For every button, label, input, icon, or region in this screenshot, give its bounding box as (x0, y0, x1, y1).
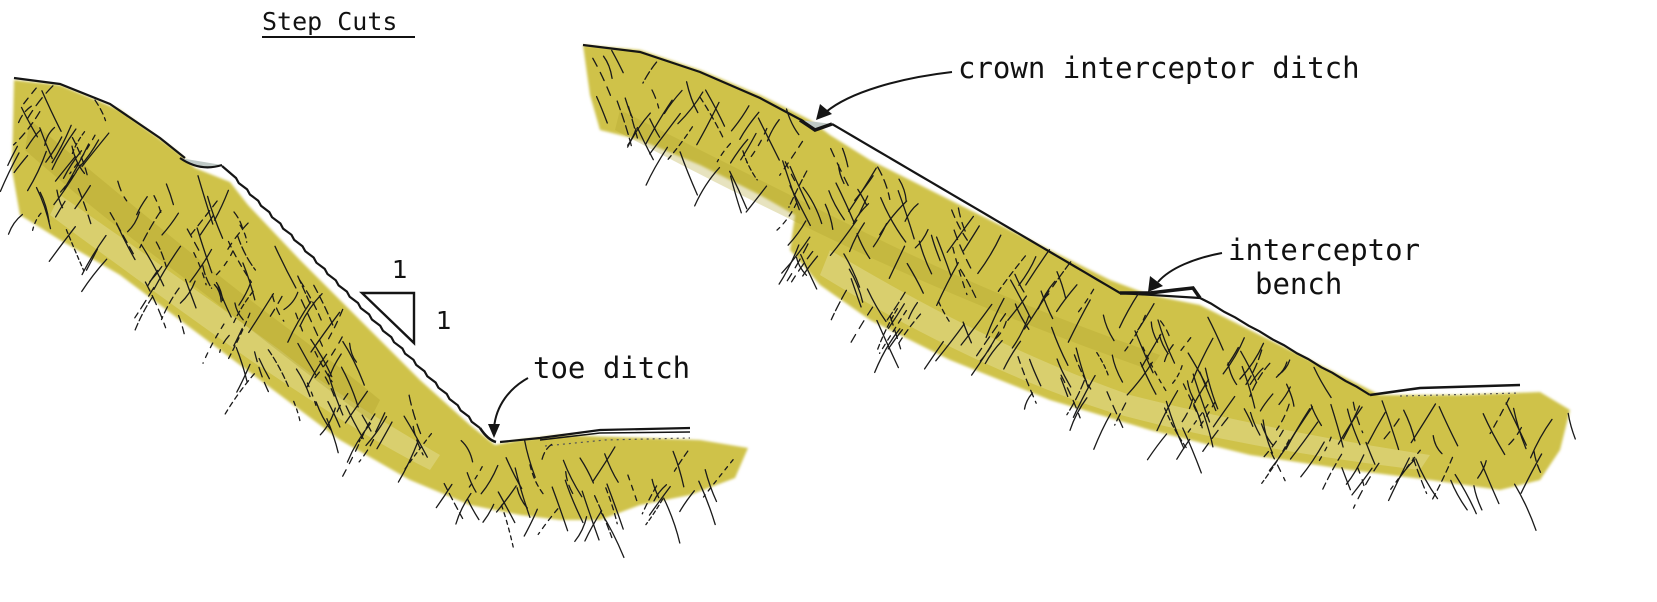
left-soil-mass (12, 80, 748, 520)
rock-joint-mark (1025, 393, 1033, 409)
interceptor-bench-label-line1: interceptor (1228, 233, 1420, 267)
crown-interceptor-ditch-label: crown interceptor ditch (958, 51, 1360, 85)
toe-ditch-label: toe ditch (533, 351, 690, 385)
left-step-cut-section: 1 1 toe ditch (0, 78, 748, 557)
crown-interceptor-ditch-arrowhead (816, 104, 832, 120)
slope-ratio-rise-label: 1 (392, 255, 408, 284)
rock-joint-mark (1177, 439, 1190, 459)
slope-ratio-run-label: 1 (436, 306, 452, 335)
rock-joint-mark (1515, 484, 1536, 530)
rock-joint-mark (9, 215, 23, 235)
rock-joint-mark (82, 259, 107, 291)
toe-ditch-arrowhead (488, 424, 500, 438)
rock-joint-mark (1474, 486, 1482, 510)
rock-joint-mark (575, 517, 587, 542)
crown-interceptor-ditch-arrow (826, 72, 952, 112)
interceptor-bench-arrow (1158, 253, 1222, 282)
rock-joint-mark (1148, 434, 1167, 460)
rock-joint-mark (664, 498, 680, 543)
rock-joint-mark (225, 374, 254, 414)
rock-joint-mark (1094, 414, 1111, 450)
rock-joint-mark (1568, 413, 1575, 439)
rock-joint-mark (601, 512, 624, 558)
diagram-title: Step Cuts (262, 7, 397, 36)
toe-ditch-arrow (494, 378, 528, 428)
rock-joint-mark (1342, 468, 1351, 490)
interceptor-bench-label-line2: bench (1255, 267, 1342, 301)
